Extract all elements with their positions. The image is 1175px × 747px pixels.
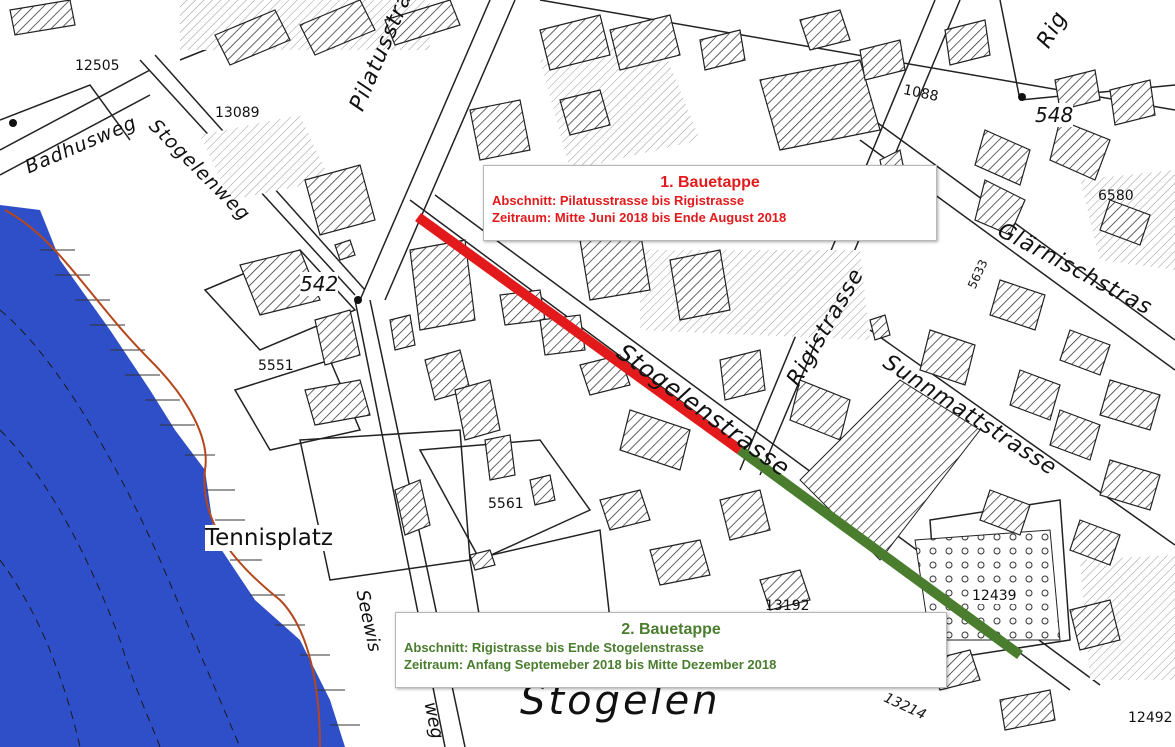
stage2-zeitraum: Zeitraum: Anfang Septemeber 2018 bis Mit… (404, 657, 777, 672)
stage1-zeitraum: Zeitraum: Mitte Juni 2018 bis Ende Augus… (492, 210, 787, 225)
shoreline (4, 209, 321, 747)
stage2-abschnitt: Abschnitt: Rigistrasse bis Ende Stogelen… (404, 640, 704, 655)
depth-contours (0, 309, 241, 747)
dotted-area (914, 529, 1061, 641)
parcel-12492: 12492 (1128, 710, 1173, 726)
parcel-5561: 5561 (488, 496, 524, 512)
parcel-13192: 13192 (765, 598, 810, 614)
stage2-title: 2. Bauetappe (621, 621, 721, 638)
parcel-12439: 12439 (972, 588, 1017, 604)
stage1-abschnitt: Abschnitt: Pilatusstrasse bis Rigistrass… (492, 193, 745, 208)
label-tennisplatz: Tennisplatz (205, 525, 333, 551)
parcel-548: 548 (1035, 103, 1074, 127)
stage2-line (737, 445, 1023, 660)
stage1-title: 1. Bauetappe (660, 174, 760, 191)
parcel-542: 542 (300, 272, 339, 296)
light-hatch-areas (180, 0, 1175, 680)
parcel-6580: 6580 (1098, 188, 1134, 204)
stage2-callout: 2. Bauetappe Abschnitt: Rigistrasse bis … (395, 612, 947, 688)
survey-points (9, 93, 1026, 304)
parcel-13089: 13089 (215, 105, 260, 121)
parcel-5551: 5551 (258, 358, 294, 374)
lake (0, 205, 345, 747)
stage1-line (415, 212, 743, 455)
stage1-callout: 1. Bauetappe Abschnitt: Pilatusstrasse b… (483, 165, 937, 241)
parcel-12505: 12505 (75, 58, 120, 74)
